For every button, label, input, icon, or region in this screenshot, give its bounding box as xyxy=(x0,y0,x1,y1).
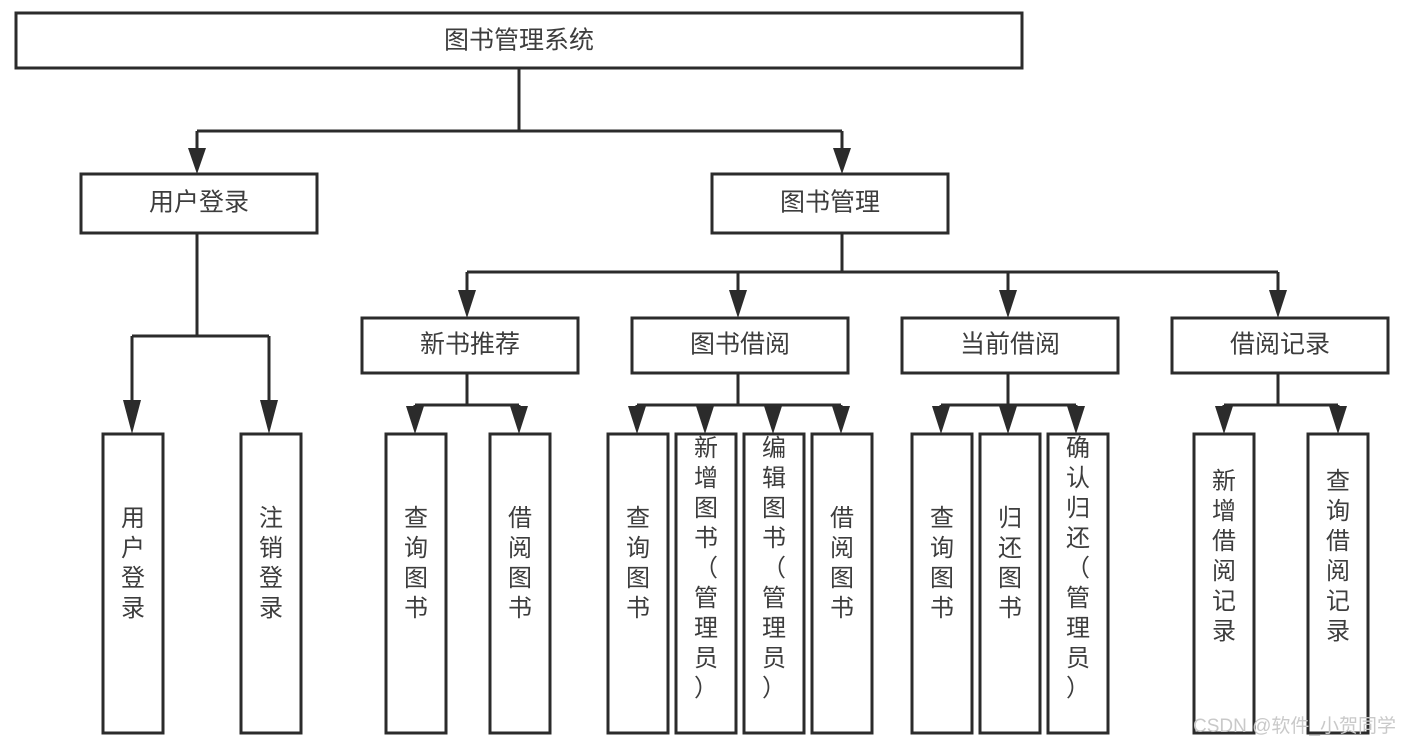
connector-layer xyxy=(123,68,1347,434)
node-leaf-logout-label: 注销登录 xyxy=(259,505,283,622)
node-leaf-borrow-book-1-label: 借阅图书 xyxy=(508,505,532,622)
node-leaf-query-record-label: 查询借阅记录 xyxy=(1326,468,1350,645)
node-user-login[interactable]: 用户登录 xyxy=(79,172,319,235)
node-leaf-query-record-box[interactable] xyxy=(1306,432,1370,735)
arrowhead-leaf-return-book xyxy=(999,406,1017,434)
node-leaf-add-book[interactable]: 新增图书（管理员） xyxy=(674,432,738,735)
arrowhead-leaf-logout xyxy=(260,400,278,434)
node-book-manage-box[interactable] xyxy=(710,172,950,235)
node-leaf-query-record[interactable]: 查询借阅记录 xyxy=(1306,432,1370,735)
node-user-login-label: 用户登录 xyxy=(149,189,249,217)
node-book-manage[interactable]: 图书管理 xyxy=(710,172,950,235)
node-leaf-logout-box[interactable] xyxy=(239,432,303,735)
node-leaf-query-book-3[interactable]: 查询图书 xyxy=(910,432,974,735)
arrowhead-book-borrow xyxy=(729,290,747,318)
arrowhead-borrow-record xyxy=(1269,290,1287,318)
node-leaf-add-record[interactable]: 新增借阅记录 xyxy=(1192,432,1256,735)
node-current-borrow-box[interactable] xyxy=(900,316,1120,375)
arrowhead-user-login xyxy=(188,148,206,174)
node-leaf-confirm-return-box[interactable] xyxy=(1046,432,1110,735)
node-leaf-edit-book[interactable]: 编辑图书（管理员） xyxy=(742,432,806,735)
node-leaf-return-book[interactable]: 归还图书 xyxy=(978,432,1042,735)
node-leaf-edit-book-box[interactable] xyxy=(742,432,806,735)
node-leaf-query-book-2-label: 查询图书 xyxy=(626,505,650,622)
node-leaf-logout[interactable]: 注销登录 xyxy=(239,432,303,735)
arrowhead-leaf-query-record xyxy=(1329,406,1347,434)
node-leaf-user-login-label: 用户登录 xyxy=(121,505,145,622)
node-leaf-edit-book-label: 编辑图书（管理员） xyxy=(762,435,786,702)
node-borrow-record[interactable]: 借阅记录 xyxy=(1170,316,1390,375)
node-leaf-query-book-1-label: 查询图书 xyxy=(404,505,428,622)
arrowhead-leaf-add-record xyxy=(1215,406,1233,434)
node-leaf-borrow-book-2-box[interactable] xyxy=(810,432,874,735)
node-new-book-rec-label: 新书推荐 xyxy=(420,331,520,359)
node-user-login-box[interactable] xyxy=(79,172,319,235)
node-leaf-return-book-box[interactable] xyxy=(978,432,1042,735)
arrowhead-leaf-query-book-3 xyxy=(932,406,950,434)
node-new-book-rec-box[interactable] xyxy=(360,316,580,375)
arrowhead-book-manage xyxy=(833,148,851,174)
node-leaf-confirm-return[interactable]: 确认归还（管理员） xyxy=(1046,432,1110,735)
arrowhead-leaf-user-login xyxy=(123,400,141,434)
node-leaf-add-book-label: 新增图书（管理员） xyxy=(694,435,718,702)
arrowhead-leaf-add-book xyxy=(696,406,714,434)
node-leaf-query-book-3-label: 查询图书 xyxy=(930,505,954,622)
node-leaf-borrow-book-1[interactable]: 借阅图书 xyxy=(488,432,552,735)
node-book-borrow[interactable]: 图书借阅 xyxy=(630,316,850,375)
node-borrow-record-label: 借阅记录 xyxy=(1230,331,1330,359)
node-book-borrow-label: 图书借阅 xyxy=(690,331,790,359)
node-current-borrow-label: 当前借阅 xyxy=(960,331,1060,359)
arrowhead-leaf-query-book-1 xyxy=(406,406,424,434)
node-new-book-rec[interactable]: 新书推荐 xyxy=(360,316,580,375)
node-leaf-return-book-label: 归还图书 xyxy=(998,505,1022,622)
node-book-borrow-box[interactable] xyxy=(630,316,850,375)
node-leaf-query-book-2[interactable]: 查询图书 xyxy=(606,432,670,735)
node-book-manage-label: 图书管理 xyxy=(780,189,880,217)
node-current-borrow[interactable]: 当前借阅 xyxy=(900,316,1120,375)
arrowhead-leaf-query-book-2 xyxy=(628,406,646,434)
arrowhead-leaf-confirm-return xyxy=(1067,406,1085,434)
arrowhead-current-borrow xyxy=(999,290,1017,318)
node-leaf-query-book-3-box[interactable] xyxy=(910,432,974,735)
node-root-box[interactable] xyxy=(14,11,1024,70)
node-leaf-query-book-2-box[interactable] xyxy=(606,432,670,735)
node-leaf-query-book-1[interactable]: 查询图书 xyxy=(384,432,448,735)
node-leaf-user-login[interactable]: 用户登录 xyxy=(101,432,165,735)
csdn-watermark: CSDN @软件_小贺同学 xyxy=(1193,715,1396,737)
node-leaf-borrow-book-1-box[interactable] xyxy=(488,432,552,735)
arrowhead-new-book-rec xyxy=(458,290,476,318)
node-leaf-borrow-book-2[interactable]: 借阅图书 xyxy=(810,432,874,735)
node-leaf-confirm-return-label: 确认归还（管理员） xyxy=(1066,435,1090,702)
arrowhead-leaf-edit-book xyxy=(764,406,782,434)
node-root[interactable]: 图书管理系统 xyxy=(14,11,1024,70)
node-leaf-query-book-1-box[interactable] xyxy=(384,432,448,735)
node-leaf-add-record-box[interactable] xyxy=(1192,432,1256,735)
node-leaf-user-login-box[interactable] xyxy=(101,432,165,735)
node-root-label: 图书管理系统 xyxy=(444,27,594,55)
node-leaf-add-record-label: 新增借阅记录 xyxy=(1212,468,1236,645)
node-leaf-borrow-book-2-label: 借阅图书 xyxy=(830,505,854,622)
node-leaf-add-book-box[interactable] xyxy=(674,432,738,735)
arrowhead-leaf-borrow-book-2 xyxy=(832,406,850,434)
node-borrow-record-box[interactable] xyxy=(1170,316,1390,375)
arrowhead-leaf-borrow-book-1 xyxy=(510,406,528,434)
